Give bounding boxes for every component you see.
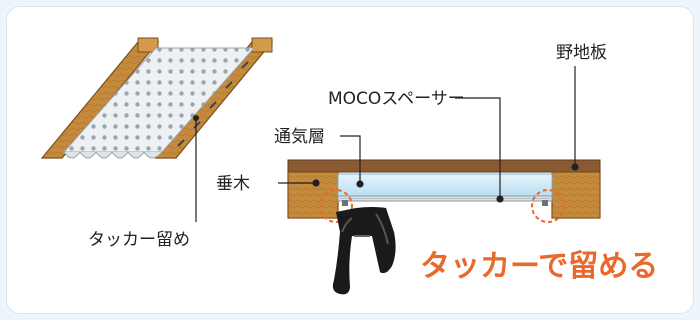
label-fasten-with-tacker: タッカーで留める xyxy=(420,249,658,284)
label-nojiita: 野地板 xyxy=(556,43,607,63)
leader-lines xyxy=(278,66,579,203)
label-rafter: 垂木 xyxy=(216,174,250,194)
label-moco-spacer: MOCOスペーサー xyxy=(328,89,465,109)
label-ventilation-layer: 通気層 xyxy=(274,127,325,147)
tacker-stapler-icon xyxy=(332,207,396,295)
label-tacker-fastening: タッカー留め xyxy=(88,230,190,250)
dashed-circle-marker-icon xyxy=(531,189,565,223)
cross-section xyxy=(287,159,601,223)
roof-perspective-illustration xyxy=(40,37,274,222)
staple-marks xyxy=(177,61,249,147)
dashed-circle-marker-icon xyxy=(319,189,353,223)
ventilation-layer xyxy=(337,173,553,197)
roof-board xyxy=(287,159,601,173)
